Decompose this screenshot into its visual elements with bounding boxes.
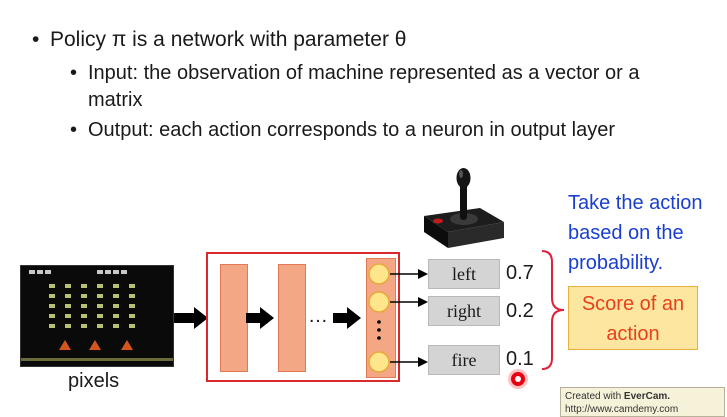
output-neurons bbox=[368, 263, 390, 373]
take-action-note: Take the action based on the probability… bbox=[568, 192, 703, 274]
bullet-dot: • bbox=[70, 62, 78, 84]
prob-left: 0.7 bbox=[506, 262, 534, 284]
score-note: Score of an action bbox=[568, 286, 698, 350]
prob-right: 0.2 bbox=[506, 300, 534, 322]
watermark-url: http://www.camdemy.com bbox=[565, 404, 679, 415]
bullet-output-text: Output: each action corresponds to a neu… bbox=[88, 119, 616, 141]
bullet-policy: • Policy π is a network with parameter θ bbox=[32, 28, 407, 52]
hidden-layer-2 bbox=[278, 264, 306, 372]
arrow-right-icon bbox=[174, 307, 208, 329]
action-left: left bbox=[428, 259, 500, 289]
game-screen-image bbox=[20, 265, 174, 367]
bullet-input-text: Input: the observation of machine repres… bbox=[88, 62, 640, 111]
bullet-input: • Input: the observation of machine repr… bbox=[70, 60, 668, 114]
right-brace-icon bbox=[541, 250, 565, 370]
arrow-right-icon bbox=[246, 307, 274, 329]
action-right: right bbox=[428, 296, 500, 326]
output-arrows bbox=[390, 269, 428, 367]
bullet-dot: • bbox=[32, 28, 40, 51]
pixels-label: pixels bbox=[68, 370, 120, 392]
arrow-right-icon bbox=[333, 307, 361, 329]
watermark-brand: EverCam. bbox=[623, 391, 671, 402]
cursor-pointer-icon bbox=[511, 372, 525, 386]
bullet-output: • Output: each action corresponds to a n… bbox=[70, 117, 688, 144]
bullet-dot: • bbox=[70, 119, 78, 141]
prob-fire: 0.1 bbox=[506, 348, 534, 370]
action-fire: fire bbox=[428, 345, 500, 375]
ellipsis: … bbox=[308, 305, 328, 327]
watermark-prefix: Created with bbox=[565, 391, 624, 402]
joystick-icon bbox=[424, 168, 504, 248]
evercam-watermark: Created with EverCam. http://www.camdemy… bbox=[560, 387, 725, 417]
bullet-policy-text: Policy π is a network with parameter θ bbox=[50, 28, 407, 51]
